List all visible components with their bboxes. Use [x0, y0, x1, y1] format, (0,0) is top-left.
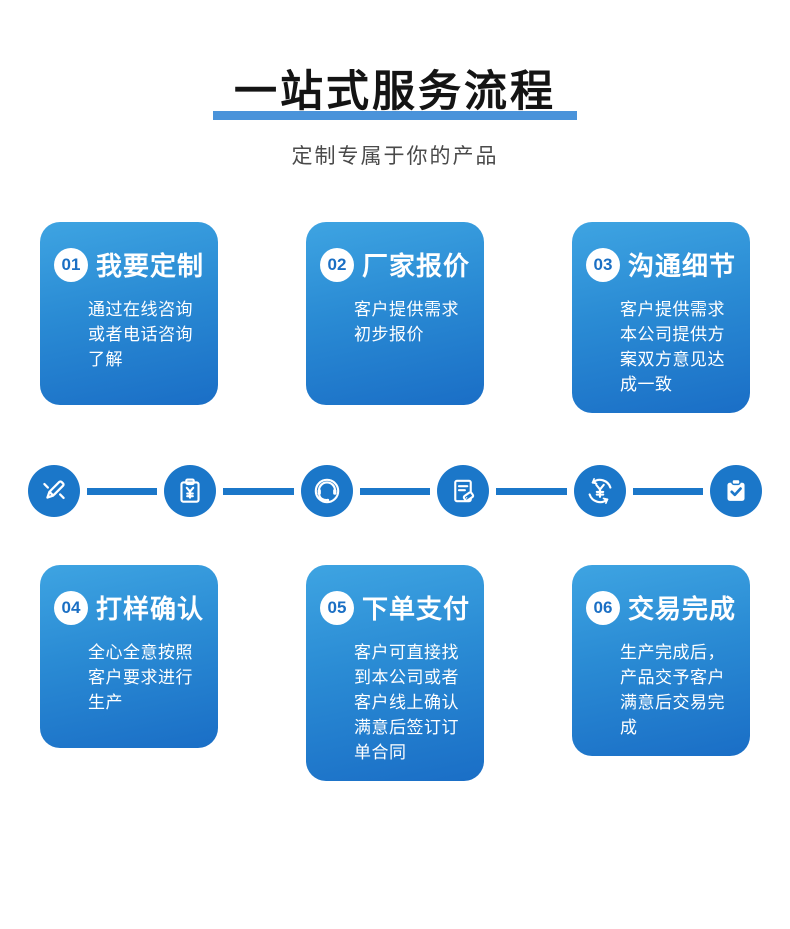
step-card-header: 01 我要定制 [54, 246, 206, 283]
step-title: 沟通细节 [628, 251, 737, 281]
customer-service-icon [300, 465, 353, 517]
step-card-1: 01 我要定制 通过在线咨询或者电话咨询了解 [40, 222, 218, 405]
process-icon-row [0, 465, 790, 517]
pen-design-icon [28, 465, 80, 517]
step-title: 下单支付 [362, 594, 471, 624]
step-title: 厂家报价 [362, 251, 471, 281]
step-description: 通过在线咨询或者电话咨询了解 [88, 300, 193, 369]
step-title: 我要定制 [96, 251, 205, 281]
step-number-badge: 04 [54, 590, 88, 625]
page-subtitle: 定制专属于你的产品 [291, 145, 499, 168]
process-connector [632, 487, 704, 495]
completed-icon [710, 465, 763, 517]
step-title: 交易完成 [628, 594, 737, 624]
payment-icon [573, 465, 626, 517]
step-card-header: 02 厂家报价 [320, 246, 472, 283]
step-card-header: 06 交易完成 [586, 589, 738, 626]
step-description: 客户可直接找到本公司或者客户线上确认满意后签订订单合同 [354, 643, 459, 762]
step-card-2: 02 厂家报价 客户提供需求初步报价 [306, 222, 484, 405]
step-description: 客户提供需求初步报价 [354, 300, 459, 344]
process-connector [496, 487, 567, 495]
step-card-6: 06 交易完成 生产完成后，产品交予客户满意后交易完成 [572, 565, 750, 756]
step-card-header: 05 下单支付 [320, 589, 472, 626]
step-number-badge: 01 [54, 247, 88, 282]
steps-row-top: 01 我要定制 通过在线咨询或者电话咨询了解 02 厂家报价 客户提供需求初步报… [0, 222, 790, 413]
step-description: 客户提供需求本公司提供方案双方意见达成一致 [620, 300, 725, 394]
steps-row-bottom: 04 打样确认 全心全意按照客户要求进行生产 05 下单支付 客户可直接找到本公… [0, 565, 790, 781]
step-card-header: 03 沟通细节 [586, 246, 738, 283]
order-tag-icon [437, 465, 490, 517]
service-process-infographic: 一站式服务流程 定制专属于你的产品 01 我要定制 通过在线咨询或者电话咨询了解… [0, 68, 790, 929]
header: 一站式服务流程 [0, 68, 790, 120]
step-title: 打样确认 [96, 594, 205, 624]
step-number-badge: 03 [586, 247, 620, 282]
step-number-badge: 05 [320, 590, 354, 625]
process-connector [359, 487, 431, 495]
step-card-4: 04 打样确认 全心全意按照客户要求进行生产 [40, 565, 218, 748]
process-connector [87, 487, 158, 495]
step-number-badge: 06 [586, 590, 620, 625]
step-card-header: 04 打样确认 [54, 589, 206, 626]
page-title: 一站式服务流程 [234, 68, 556, 116]
step-description: 全心全意按照客户要求进行生产 [88, 643, 193, 712]
step-number-badge: 02 [320, 247, 354, 282]
step-description: 生产完成后，产品交予客户满意后交易完成 [620, 643, 725, 737]
process-connector [223, 487, 294, 495]
title-underline-bar [213, 111, 577, 120]
step-card-5: 05 下单支付 客户可直接找到本公司或者客户线上确认满意后签订订单合同 [306, 565, 484, 781]
step-card-3: 03 沟通细节 客户提供需求本公司提供方案双方意见达成一致 [572, 222, 750, 413]
price-list-icon [164, 465, 217, 517]
